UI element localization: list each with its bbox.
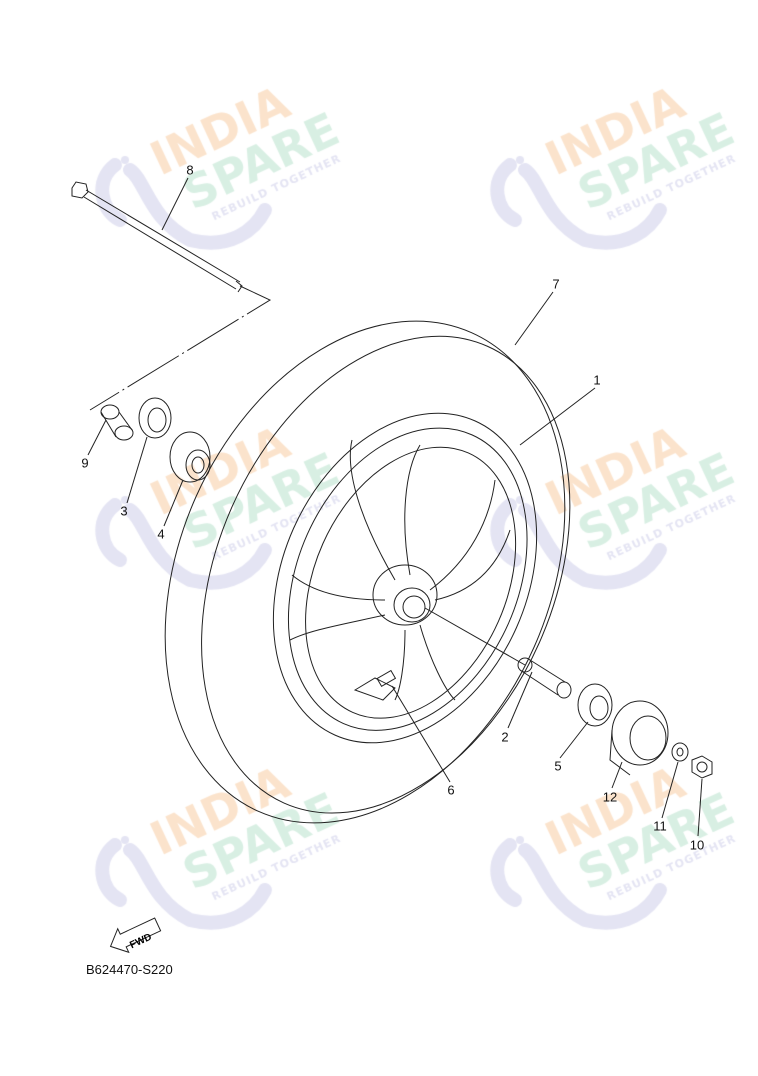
callout-7: 7 — [552, 276, 560, 292]
axle-line — [89, 285, 272, 411]
callout-6: 6 — [447, 782, 455, 798]
wheel-rim — [272, 412, 538, 744]
oil-seal — [138, 397, 172, 439]
hub — [372, 564, 438, 626]
fwd-label: FWD — [128, 932, 153, 952]
leader-lines — [87, 177, 703, 837]
callout-10: 10 — [689, 837, 705, 853]
spokes — [289, 439, 511, 701]
callout-3: 3 — [120, 503, 128, 519]
bearing-right — [577, 683, 613, 727]
callout-9: 9 — [81, 455, 89, 471]
callout-2: 2 — [501, 729, 509, 745]
washer — [671, 742, 689, 762]
axle-bolt — [71, 181, 243, 293]
collar — [100, 404, 134, 441]
callout-12: 12 — [602, 789, 618, 805]
fwd-arrow — [109, 917, 162, 954]
callout-1: 1 — [593, 372, 601, 388]
spacer — [517, 657, 572, 699]
tire — [164, 320, 571, 824]
nut — [691, 755, 713, 779]
callout-11: 11 — [653, 818, 667, 834]
valve — [353, 669, 397, 701]
meter-gear-unit — [609, 700, 669, 776]
callout-4: 4 — [157, 526, 165, 542]
callout-8: 8 — [186, 162, 194, 178]
bearing — [169, 431, 211, 483]
callout-5: 5 — [554, 758, 562, 774]
diagram-code: B624470-S220 — [86, 962, 173, 977]
